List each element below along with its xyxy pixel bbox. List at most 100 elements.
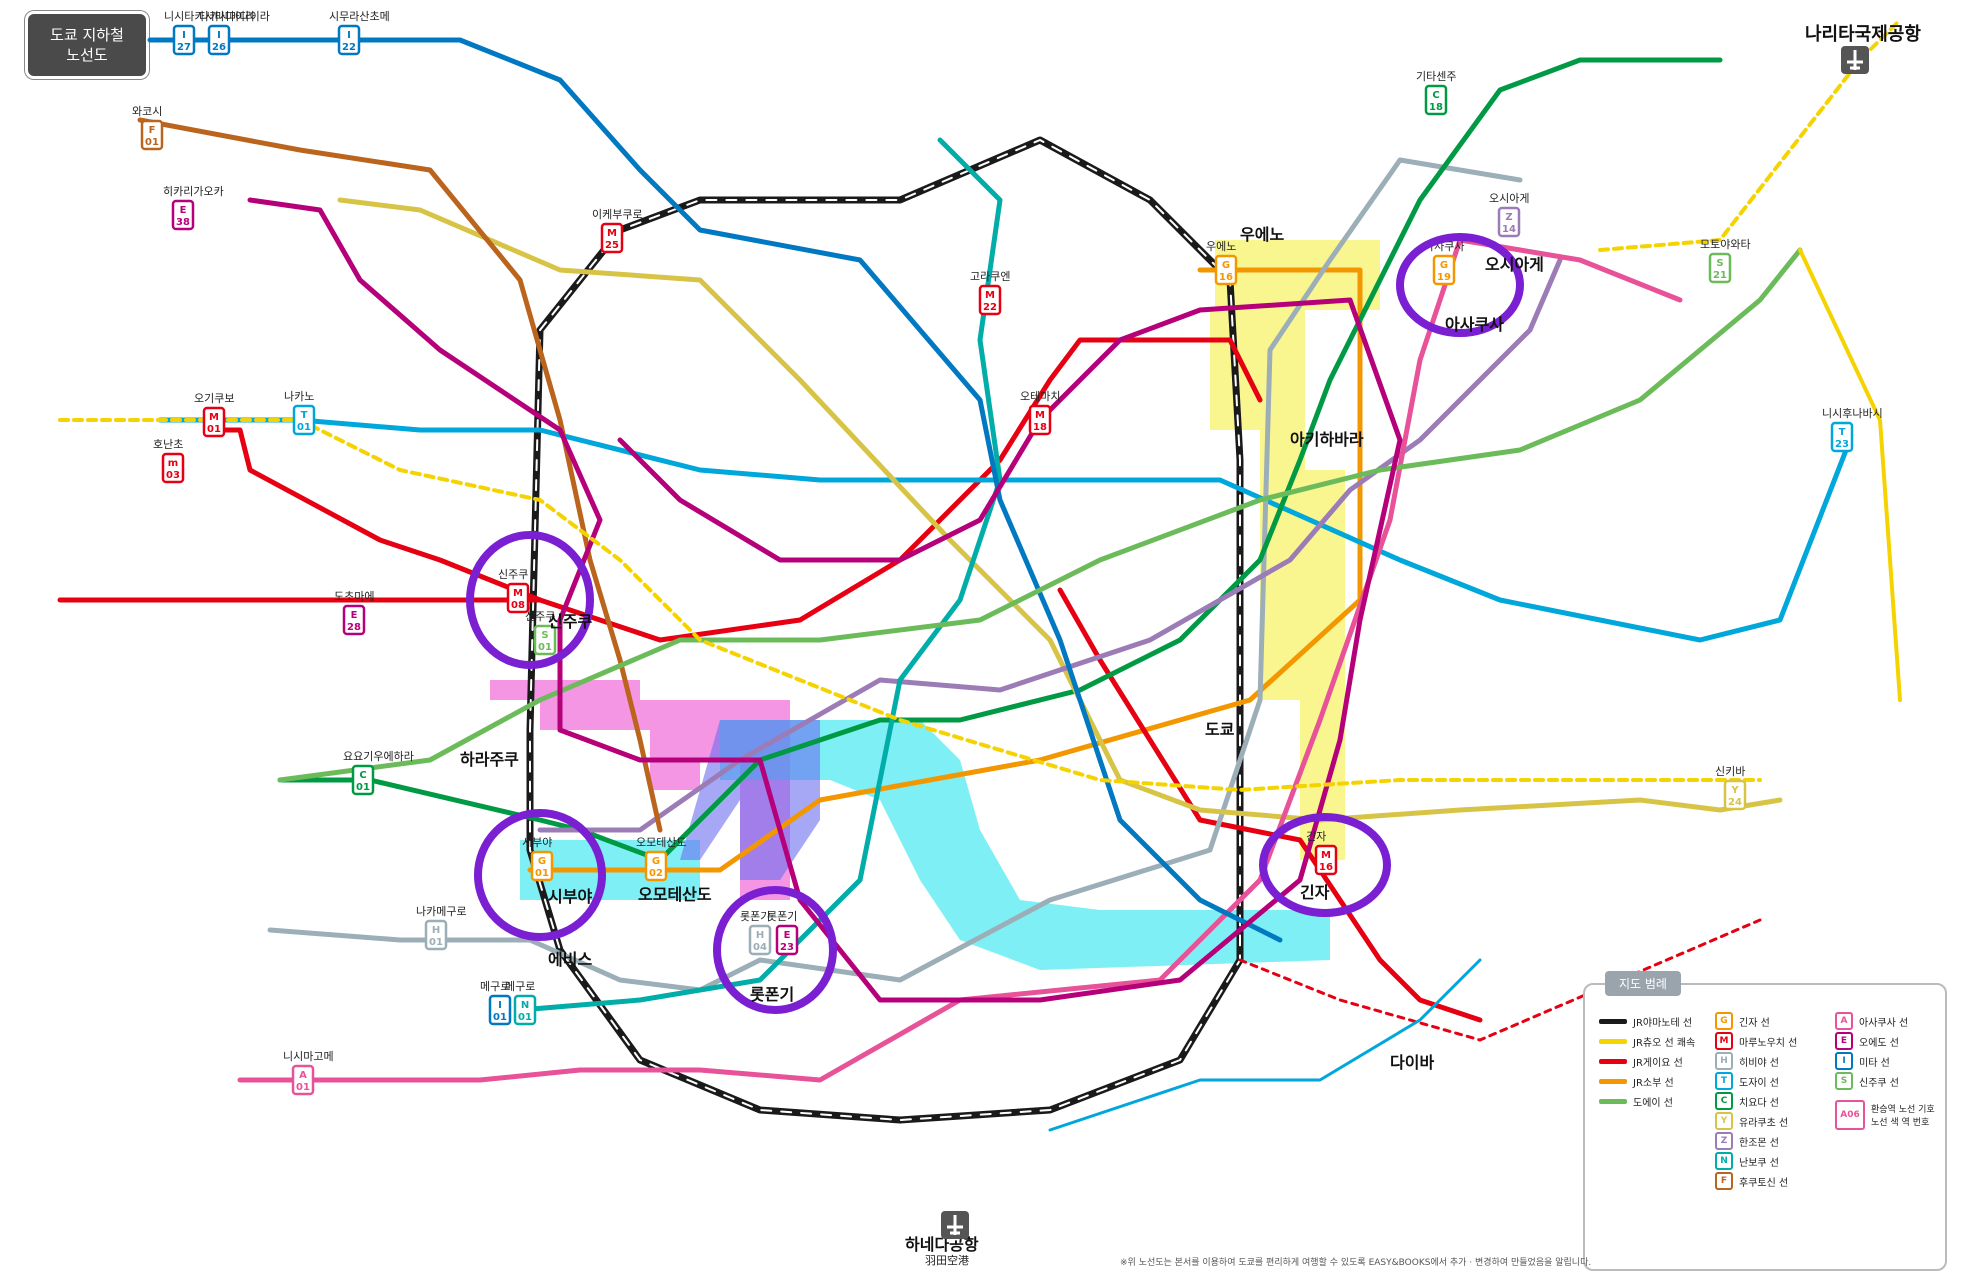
highlight-magenta-route — [490, 680, 790, 900]
circle-ginza — [1259, 813, 1391, 917]
place-labels: 나리타국제공항 우에노 오시아게 아사쿠사 아키하바라 도쿄 긴자 신주쿠 시부… — [460, 24, 1921, 1267]
station-code-number: 01 — [518, 1012, 532, 1023]
legend-line-badge: N — [1715, 1152, 1733, 1170]
station-code-letter: E — [784, 930, 791, 941]
legend-line-label: 마루노우치 선 — [1739, 1037, 1798, 1049]
station-name: 모토야와타 — [1700, 238, 1751, 251]
station-name: 니시마고메 — [283, 1050, 334, 1063]
station-badge: I 27 니시타카시마다이라 — [164, 10, 255, 56]
station-code-number: 01 — [535, 868, 549, 879]
label-akihabara: 아키하바라 — [1290, 430, 1364, 449]
jr-yamanote-line-inner — [529, 139, 1241, 1121]
legend-line-label: 치요다 선 — [1739, 1097, 1779, 1109]
station-code-number: 14 — [1502, 224, 1516, 235]
station-name: 메구로 — [480, 980, 510, 993]
jr-keiyo-line — [1238, 918, 1762, 1042]
label-omotesando: 오모테산도 — [638, 885, 712, 904]
legend-line-swatch — [1599, 1058, 1627, 1064]
station-code-letter: Z — [1505, 212, 1512, 223]
legend-line-label: 도에이 선 — [1633, 1097, 1673, 1109]
legend-line-badge: M — [1715, 1032, 1733, 1050]
station-code-number: 01 — [538, 642, 552, 653]
legend-line-label: 도자이 선 — [1739, 1077, 1779, 1089]
legend-row: C 치요다 선 — [1715, 1091, 1797, 1111]
legend-line-badge: C — [1715, 1092, 1733, 1110]
station-code-number: 25 — [605, 240, 619, 251]
station-name: 고라쿠엔 — [970, 270, 1010, 283]
station-code-number: 02 — [649, 868, 663, 879]
station-name: 롯폰기 — [740, 910, 770, 923]
station-code-number: 01 — [296, 1082, 310, 1093]
station-code-number: 23 — [780, 942, 794, 953]
label-narita: 나리타국제공항 — [1805, 24, 1921, 45]
station-code-number: 01 — [493, 1012, 507, 1023]
map-title-line1: 도쿄 지하철 — [50, 26, 124, 44]
map-title: 도쿄 지하철 노선도 — [28, 14, 146, 76]
legend-line-label: 긴자 선 — [1739, 1017, 1770, 1029]
airplane-icon — [941, 1211, 969, 1239]
legend-title: 지도 범례 — [1605, 971, 1681, 996]
station-code-letter: H — [432, 925, 440, 936]
station-code-letter: G — [652, 856, 660, 867]
station-code-number: 18 — [1033, 422, 1047, 433]
station-code-number: 01 — [356, 782, 370, 793]
station-code-number: 24 — [1728, 797, 1742, 808]
jr-narita-line — [1798, 248, 1902, 702]
station-code-letter: G — [1440, 260, 1448, 271]
station-code-letter: I — [217, 30, 221, 41]
marunouchi-line-c — [1057, 587, 1483, 1023]
station-code-letter: M — [1035, 410, 1045, 421]
station-name: 와코시 — [132, 105, 162, 118]
legend-line-badge: Y — [1715, 1112, 1733, 1130]
legend-line-badge: I — [1835, 1052, 1853, 1070]
station-name: 히카리가오카 — [163, 184, 224, 198]
station-code-number: 27 — [177, 42, 191, 53]
station-code-letter: M — [513, 588, 523, 599]
legend-row: JR소부 선 — [1599, 1071, 1695, 1091]
label-asakusa: 아사쿠사 — [1445, 315, 1504, 334]
station-code-number: 19 — [1437, 272, 1451, 283]
label-ginza: 긴자 — [1300, 883, 1330, 902]
label-shibuya: 시부야 — [548, 887, 592, 906]
station-name: 우에노 — [1206, 240, 1236, 253]
station-name: 나카메구로 — [416, 905, 467, 918]
label-harajuku: 하라주쿠 — [460, 750, 519, 769]
jr-yellow-east — [1598, 18, 1902, 252]
label-haneda: 하네다공항 — [905, 1235, 979, 1254]
station-name: 신주쿠 — [498, 568, 528, 581]
highlight-cyan-route — [720, 720, 1330, 970]
station-name: 다카시마다이라 — [199, 10, 270, 23]
station-code-letter: C — [359, 770, 366, 781]
legend-line-label: 난보쿠 선 — [1739, 1157, 1779, 1169]
station-code-letter: T — [1839, 427, 1846, 438]
station-name: 니시타카시마다이라 — [164, 10, 255, 23]
station-code-number: 38 — [176, 217, 190, 228]
station-name: 신키바 — [1715, 765, 1745, 778]
station-code-letter: C — [1432, 90, 1439, 101]
legend-line-label: JR츄오 선 쾌속 — [1633, 1037, 1696, 1049]
circle-shibuya — [474, 809, 606, 941]
station-code-number: 01 — [207, 424, 221, 435]
chiyoda-line — [277, 57, 1723, 863]
station-code-number: 16 — [1319, 862, 1333, 873]
